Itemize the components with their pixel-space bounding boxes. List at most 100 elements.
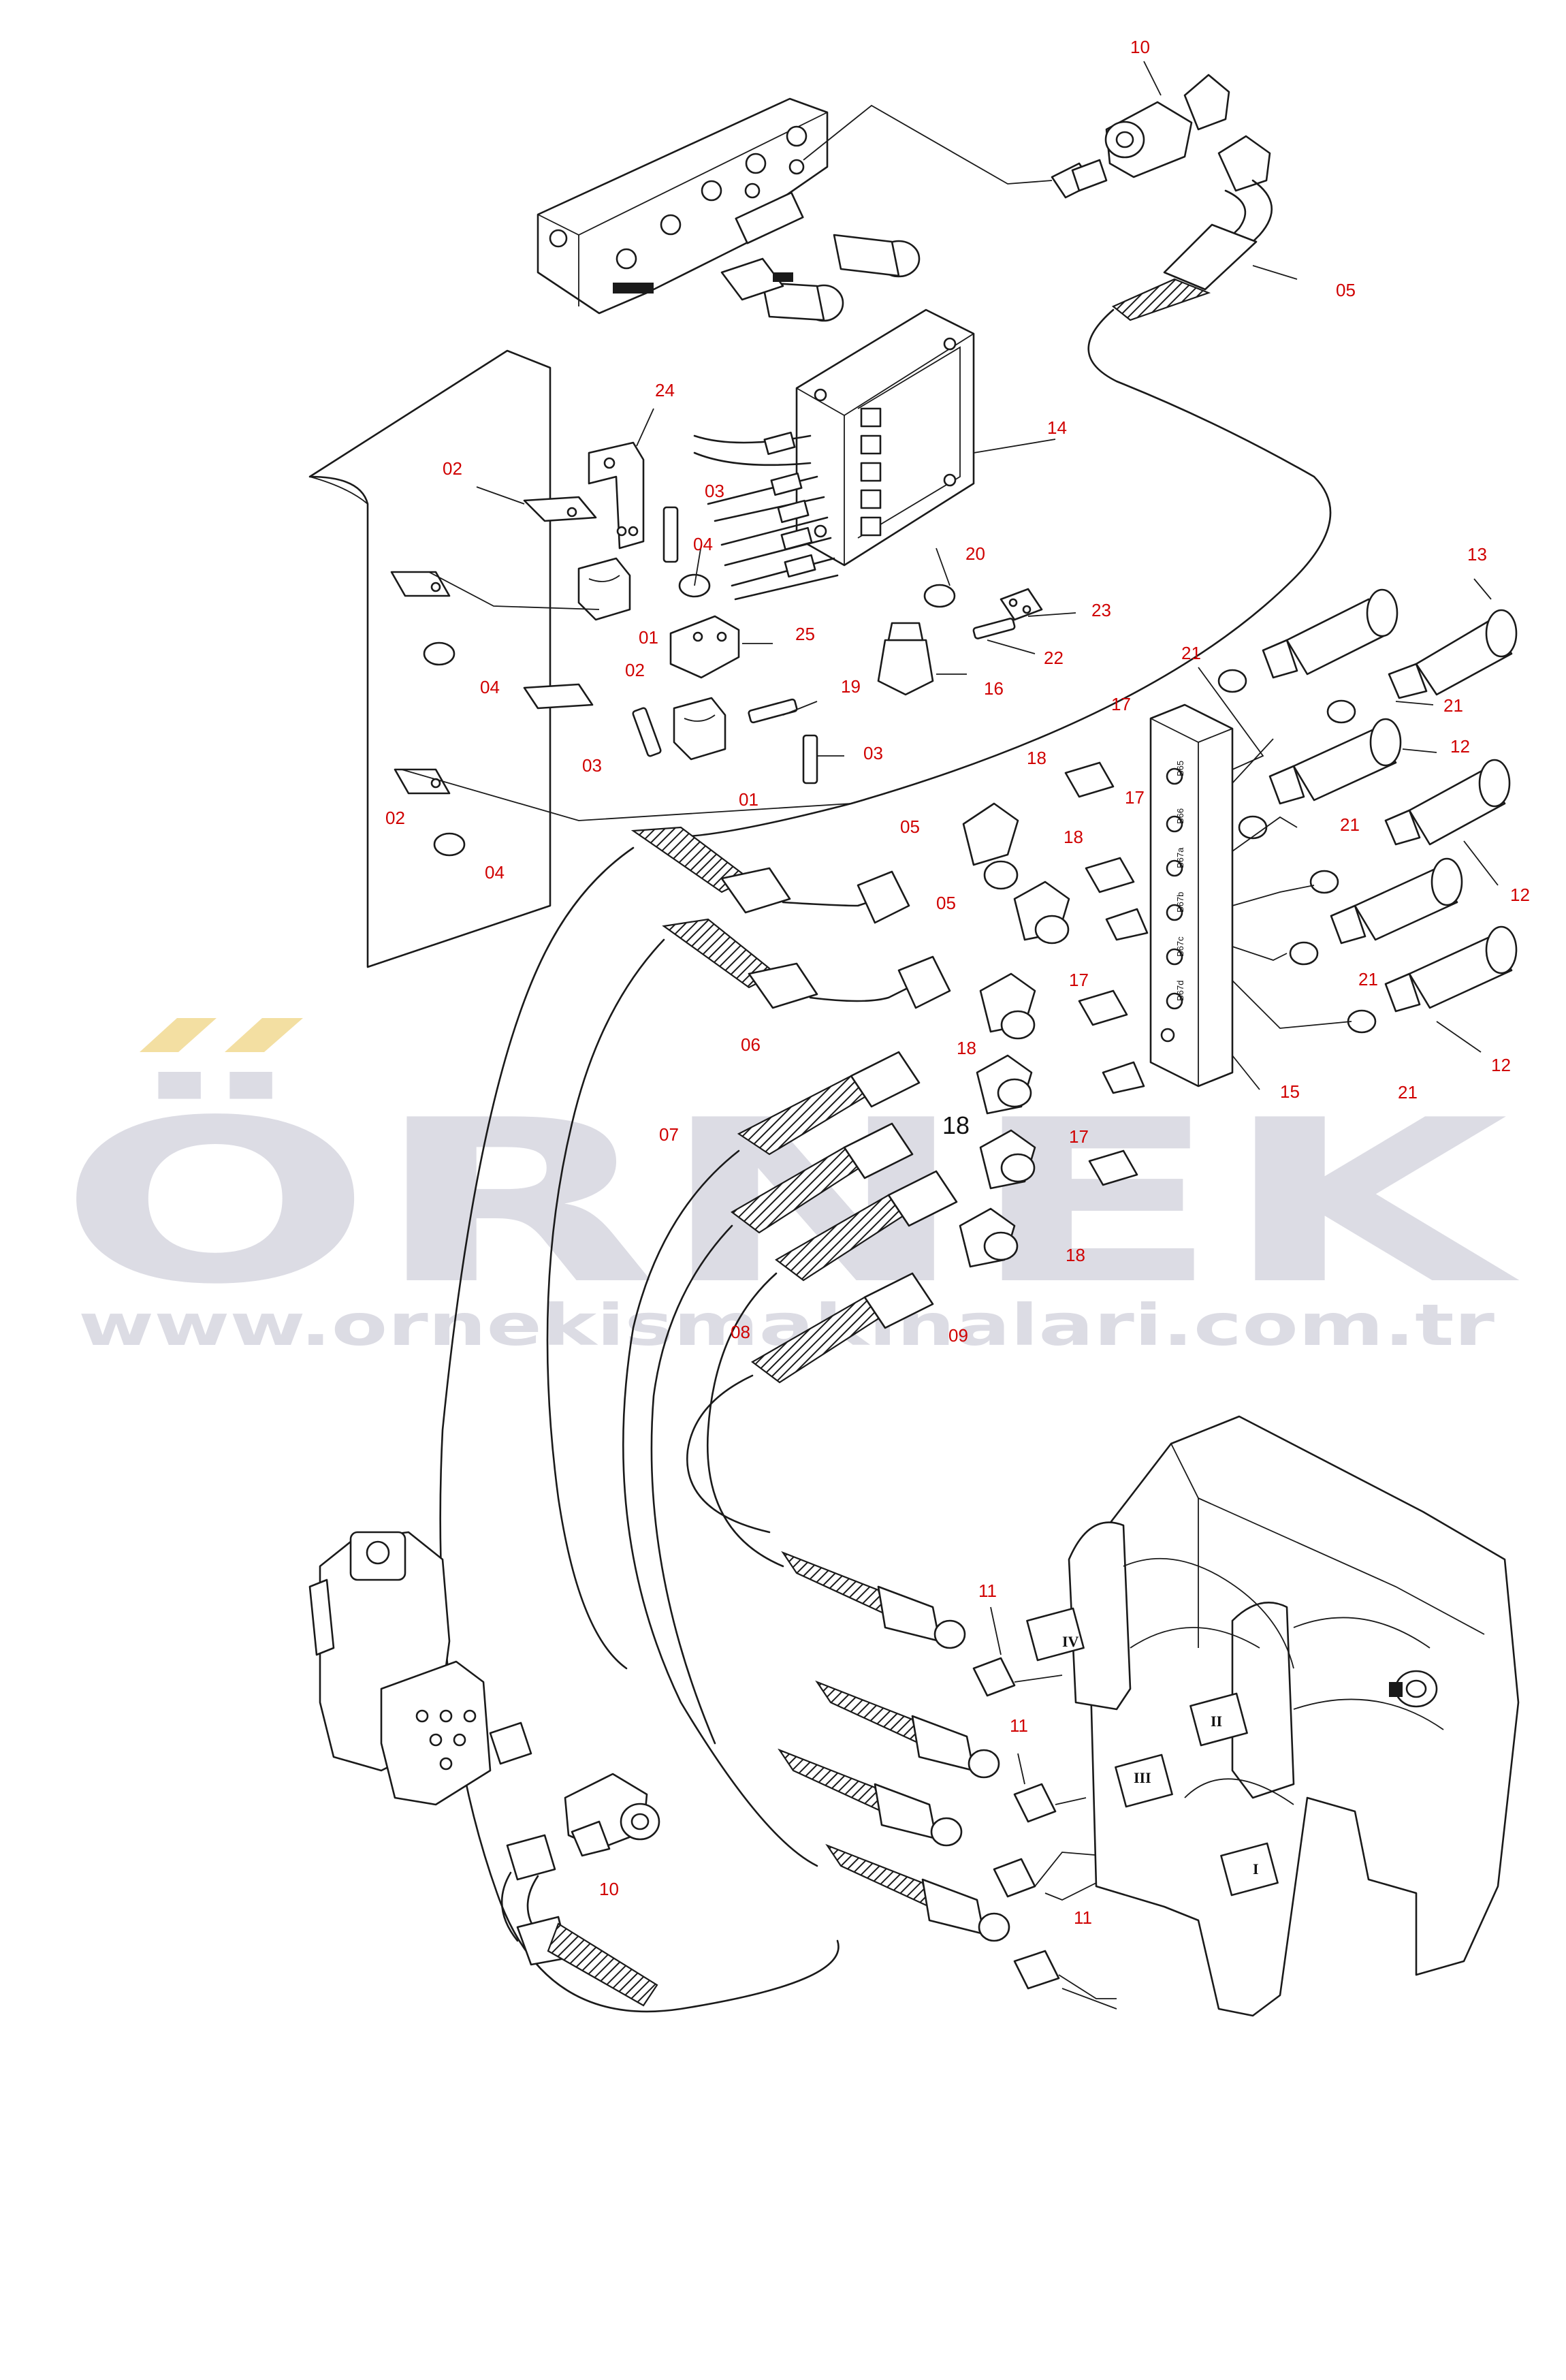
cartridge-13-a (1262, 588, 1399, 679)
callout-04-c: 04 (485, 862, 505, 883)
hose-08-a (775, 1170, 958, 1282)
callout-05-top: 05 (1336, 280, 1356, 300)
port-label-b67a: B67a (1175, 847, 1185, 868)
hoses-06-09 (731, 1051, 958, 1384)
callout-02-a: 02 (443, 458, 462, 479)
callout-19: 19 (841, 676, 861, 697)
elbows-18 (959, 802, 1070, 1268)
callout-09: 09 (948, 1325, 968, 1346)
callout-11-a: 11 (978, 1581, 997, 1601)
plate-02-a (523, 496, 597, 522)
callout-02-c: 02 (385, 808, 405, 828)
plate-02-c (523, 683, 594, 710)
callout-22: 22 (1044, 648, 1064, 668)
watermark-accent-right (225, 1018, 303, 1052)
solenoid-ports (415, 1709, 477, 1771)
callout-01-a: 01 (639, 627, 658, 648)
port-manifold-15: B65 B66 B67a B67b B67c B67d (1149, 703, 1234, 1088)
section-label-ii: II (1211, 1713, 1222, 1730)
port-label-b66: B66 (1175, 808, 1185, 824)
hose-08-b (751, 1272, 934, 1384)
callout-25: 25 (795, 624, 815, 644)
section-label-i: I (1253, 1860, 1259, 1877)
valve-section-plates (1026, 1607, 1279, 1897)
valve-manifold-block (537, 97, 921, 322)
manifold-ports (1160, 767, 1183, 1043)
callout-17-c: 17 (1069, 970, 1089, 990)
lower-hose-4 (825, 1843, 1060, 1990)
bracket-24 (588, 441, 645, 550)
bottom-hose (500, 1871, 658, 2007)
callout-18-d: 18 (1066, 1245, 1085, 1265)
callout-labels: 10 05 14 24 02 03 04 01 04 02 20 25 23 2… (385, 37, 1530, 1928)
callout-02-b: 02 (625, 660, 645, 680)
callout-01-b: 01 (739, 789, 758, 810)
junction-box-terminals (860, 407, 882, 537)
callout-04-a: 04 (693, 534, 713, 554)
bottom-tee-fitting (506, 1773, 660, 1881)
callout-10-top: 10 (1130, 37, 1150, 57)
callout-17-a: 17 (1111, 694, 1131, 714)
callout-04-b: 04 (480, 677, 500, 697)
control-valve-assembly: IV III II I (1026, 1415, 1520, 2017)
mounting-wall-panel (308, 349, 552, 968)
callout-12-b: 12 (1510, 885, 1530, 905)
lower-hose-1 (781, 1551, 1016, 1697)
callout-21-c: 21 (1340, 814, 1360, 835)
callout-21-a: 21 (1181, 643, 1201, 663)
cartridge-12-d (1384, 925, 1518, 1013)
cartridge-12-b (1384, 759, 1511, 846)
plate-23 (1000, 588, 1043, 621)
leader-lines-mid-right (1198, 578, 1499, 1090)
callout-16: 16 (984, 678, 1004, 699)
port-label-b67c: B67c (1175, 936, 1185, 957)
clamp-01-a (577, 557, 631, 621)
callout-03-b: 03 (863, 743, 883, 763)
hose-05-a (630, 826, 910, 924)
lower-hose-3 (778, 1748, 1036, 1898)
top-hose-05 (645, 179, 1332, 838)
hose-05-b (662, 918, 951, 1009)
section-label-iii: III (1134, 1769, 1151, 1786)
callout-13: 13 (1467, 544, 1487, 565)
callout-11-c: 11 (1074, 1907, 1092, 1928)
callout-21-b: 21 (1443, 695, 1463, 716)
port-label-b67b: B67b (1175, 892, 1185, 913)
callout-03-a: 03 (705, 481, 724, 501)
cartridge-13-b (1388, 609, 1518, 699)
watermark-accent-left (140, 1018, 217, 1052)
callout-21-d: 21 (1358, 969, 1378, 989)
top-tee-fitting (1051, 74, 1271, 199)
callout-21-e: 21 (1398, 1082, 1418, 1102)
bracket-25 (669, 615, 740, 679)
clamp-01-b (673, 697, 726, 761)
lower-hoses (778, 1551, 1060, 1990)
callout-20: 20 (965, 543, 985, 564)
leader-lines-top (401, 61, 1298, 821)
hose-06 (737, 1051, 921, 1156)
section-label-iv: IV (1062, 1633, 1079, 1650)
cartridge-12-c (1330, 857, 1463, 945)
callout-05-b: 05 (936, 893, 956, 913)
callout-18-large: 18 (942, 1111, 970, 1139)
callout-17-d: 17 (1069, 1126, 1089, 1147)
callout-03-c: 03 (582, 755, 602, 776)
cartridges-12-13 (1262, 588, 1518, 1013)
gland-16 (877, 622, 934, 696)
callout-23: 23 (1091, 600, 1111, 620)
cable-bundle (693, 431, 839, 601)
fittings-17 (1064, 761, 1149, 1186)
callout-12-a: 12 (1450, 736, 1470, 757)
callout-07: 07 (659, 1124, 679, 1145)
bolts (632, 506, 1016, 784)
callout-10-bottom: 10 (599, 1879, 619, 1899)
callout-05-a: 05 (900, 816, 920, 837)
callout-18-a: 18 (1027, 748, 1046, 768)
washers-21 (1217, 669, 1377, 1034)
callout-14: 14 (1047, 417, 1067, 438)
callout-18-b: 18 (1064, 827, 1083, 847)
callout-06: 06 (741, 1034, 761, 1055)
port-label-b67d: B67d (1175, 981, 1185, 1001)
callout-24: 24 (655, 380, 675, 400)
